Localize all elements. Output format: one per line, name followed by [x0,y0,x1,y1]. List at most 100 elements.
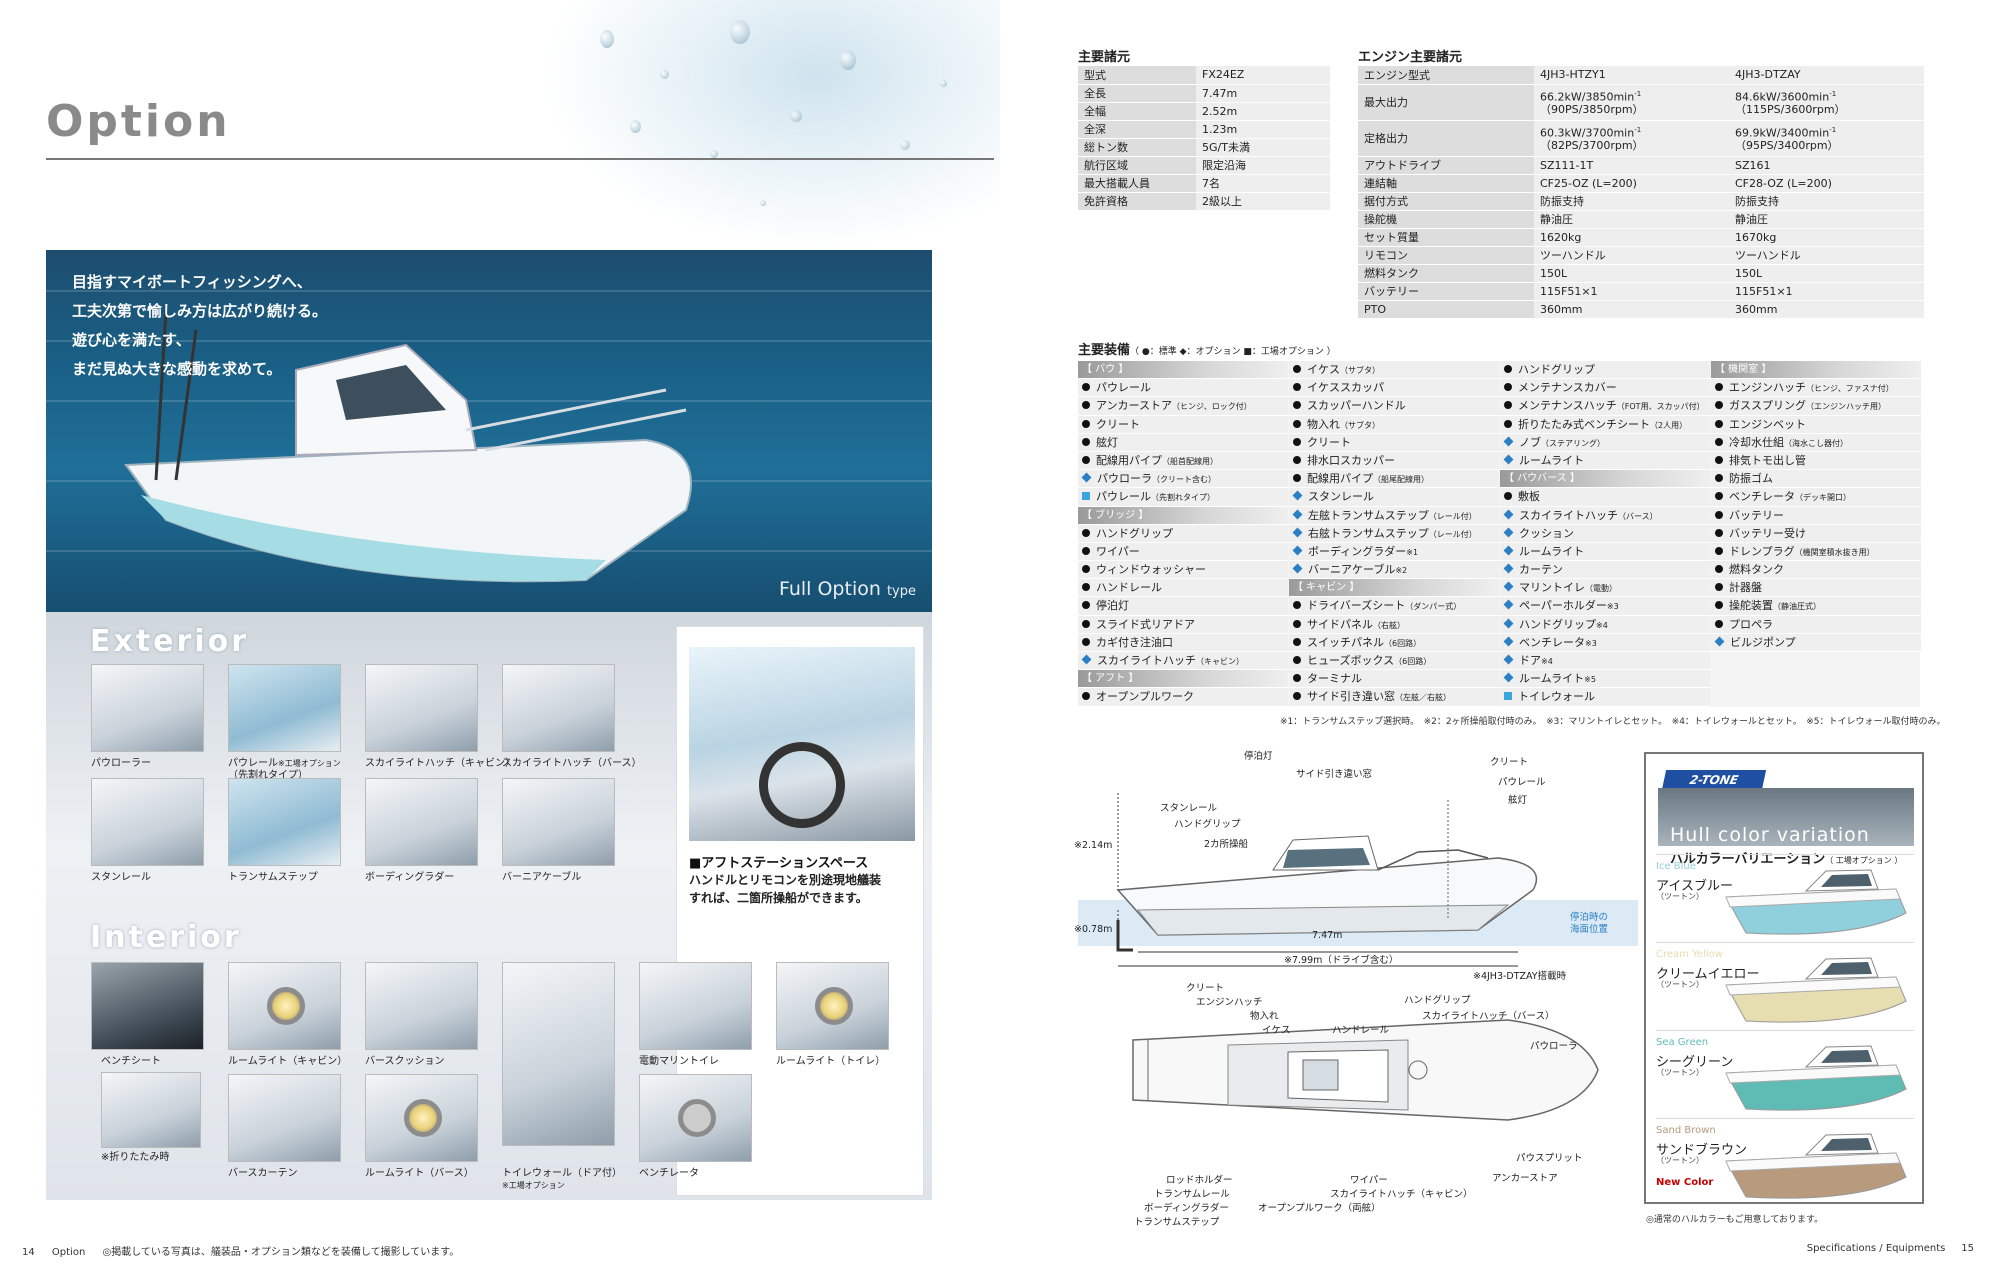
equipment-group-header: 【 キャビン 】 [1289,579,1499,598]
equipment-item: バッテリー [1711,506,1921,525]
toilet-wall-photo [502,962,615,1146]
spec-key: 連結軸 [1358,174,1534,193]
option-diamond-icon [1503,599,1514,610]
full-option-caption: Full Option type [779,578,916,600]
spec-value: 1620kg [1534,228,1729,247]
interior-caption: ※折りたたみ時 [101,1152,170,1163]
equipment-item: マリントイレ（電動） [1500,579,1710,598]
engine-spec-row: 操舵機静油圧静油圧 [1358,210,1924,229]
exterior-caption: ボーディングラダー [365,872,455,883]
footer-section: Specifications / Equipments [1806,1243,1946,1254]
diagram-label: スタンレール [1160,803,1218,814]
standard-bullet-icon [1293,383,1301,392]
equipment-item: パウローラ（クリート含む） [1078,470,1288,489]
exterior-heading: Exterior [90,624,250,659]
standard-bullet-icon [1715,455,1723,464]
two-tone-badge: 2-TONE [1661,770,1767,790]
hull-color-jp: サンドブラウン [1656,1143,1748,1158]
left-page: Option 目指すマイボートフィッシングへ、 工夫次第で愉しみ方は広がり続ける… [22,0,1000,1258]
exterior-caption: スカイライトハッチ（バース） [502,758,642,769]
diagram-label: ボーディングラダー [1144,1203,1229,1214]
diagram-label: クリート [1490,757,1529,768]
aft-station-text: ハンドルとリモコンを別途現地艤装 すれば、二箇所操船ができます。 [689,871,881,907]
hull-title-jp: ハルカラーバリエーション（ 工場オプション ） [1670,852,1903,867]
spec-value: 150L [1729,264,1924,283]
equipment-item: 排水口スカッパー [1289,451,1499,471]
hull-title-band: Hull color variation ハルカラーバリエーション（ 工場オプシ… [1658,788,1914,867]
interior-caption: ベンチシート [101,1056,161,1067]
spec-value: 360mm [1534,300,1729,319]
standard-bullet-icon [1715,437,1723,446]
diagram-label: イケス [1262,1025,1291,1036]
page-number: 15 [1961,1243,1974,1254]
equipment-item: カーテン [1500,561,1710,580]
standard-bullet-icon [1715,619,1723,628]
standard-bullet-icon [1082,601,1090,610]
hull-note: ◎通常のハルカラーもご用意しております。 [1646,1215,1824,1225]
spec-value: 7.47m [1196,84,1330,103]
new-color-badge: New Color [1656,1177,1714,1188]
option-diamond-icon [1503,581,1514,592]
room-light-toilet-photo [776,962,889,1050]
aft-line: ハンドルとリモコンを別途現地艤装 [689,873,882,887]
standard-bullet-icon [1082,419,1090,428]
spec-value: 1.23m [1196,120,1330,139]
standard-bullet-icon [1715,583,1723,592]
equipment-item: 配線用パイプ（船首配線用） [1078,451,1288,471]
standard-bullet-icon [1715,565,1723,574]
spec-value: 5G/T未満 [1196,138,1330,157]
equipment-heading: 主要装備（ ●：標準 ◆：オプション ■：工場オプション ） [1078,339,1336,358]
dimension-label: ※0.78m [1074,924,1113,935]
equipment-item: トイレウォール [1500,688,1710,707]
standard-bullet-icon [1715,419,1723,428]
diagram-label: 物入れ [1250,1011,1279,1022]
spec-key: リモコン [1358,246,1534,265]
interior-caption: ルームライト（バース） [365,1168,474,1179]
equipment-item: 防振ゴム [1711,470,1921,489]
hull-color-en: Sea Green [1656,1037,1709,1048]
interior-caption: トイレウォール（ドア付）※工場オプション [502,1168,622,1190]
equipment-column: イケス（サブタ）イケススカッパスカッパーハンドル物入れ（サブタ）クリート排水口ス… [1289,361,1499,707]
equipment-item: ガススプリング（エンジンハッチ用） [1711,397,1921,416]
equipment-item: スタンレール [1289,488,1499,507]
equipment-item: スライド式リアドア [1078,615,1288,634]
room-light-cabin-photo [228,962,341,1050]
interior-caption: ベンチレータ [639,1168,699,1179]
hull-boat-image [1725,1133,1907,1199]
option-gallery: Exterior パウローラー パウレール※工場オプション（先割れタイプ） スカ… [46,612,932,1200]
equipment-group-header: 【 アフト 】 [1078,670,1288,689]
hero-boat-photo: 目指すマイボートフィッシングへ、 工夫次第で愉しみ方は広がり続ける。 遊び心を満… [46,250,932,612]
footer-section: Option [51,1247,86,1258]
engine-spec-row: リモコンツーハンドルツーハンドル [1358,246,1924,265]
equipment-table: 【 バウ 】パウレールアンカーストア（ヒンジ、ロック付）クリート舷灯配線用パイプ… [1078,361,1921,707]
left-footer: 14 Option ◎掲載している写真は、艤装品・オプション類などを装備して撮影… [22,1243,473,1258]
diagram-label: アンカーストア [1492,1173,1558,1184]
option-diamond-icon [1081,654,1092,665]
equipment-legend: （ ●：標準 ◆：オプション ■：工場オプション ） [1130,347,1336,357]
equipment-item: サイド引き違い窓（左舷／右舷） [1289,688,1499,707]
hull-boat-image [1725,1045,1907,1111]
hull-color-panel: 2-TONE Hull color variation ハルカラーバリエーション… [1644,752,1924,1225]
berth-cushion-photo [365,962,478,1050]
exterior-caption: トランサムステップ [228,872,318,883]
folded-bench-photo [101,1072,201,1148]
spec-key: 全幅 [1078,102,1196,121]
option-diamond-icon [1503,454,1514,465]
page-title: Option [46,96,231,147]
ventilator-photo [639,1074,752,1162]
equipment-item: 折りたたみ式ベンチシート（2人用） [1500,415,1710,434]
option-diamond-icon [1292,563,1303,574]
dimension-label: ※7.99m（ドライブ含む） [1284,955,1399,966]
exterior-caption: スカイライトハッチ（キャビン） [365,758,515,769]
spec-key: 最大出力 [1358,84,1534,121]
equipment-item: 左舷トランサムステップ（レール付） [1289,506,1499,525]
diagram-label: クリート [1186,983,1225,994]
equipment-item: エンジンハッチ（ヒンジ、ファスナ付） [1711,379,1921,398]
